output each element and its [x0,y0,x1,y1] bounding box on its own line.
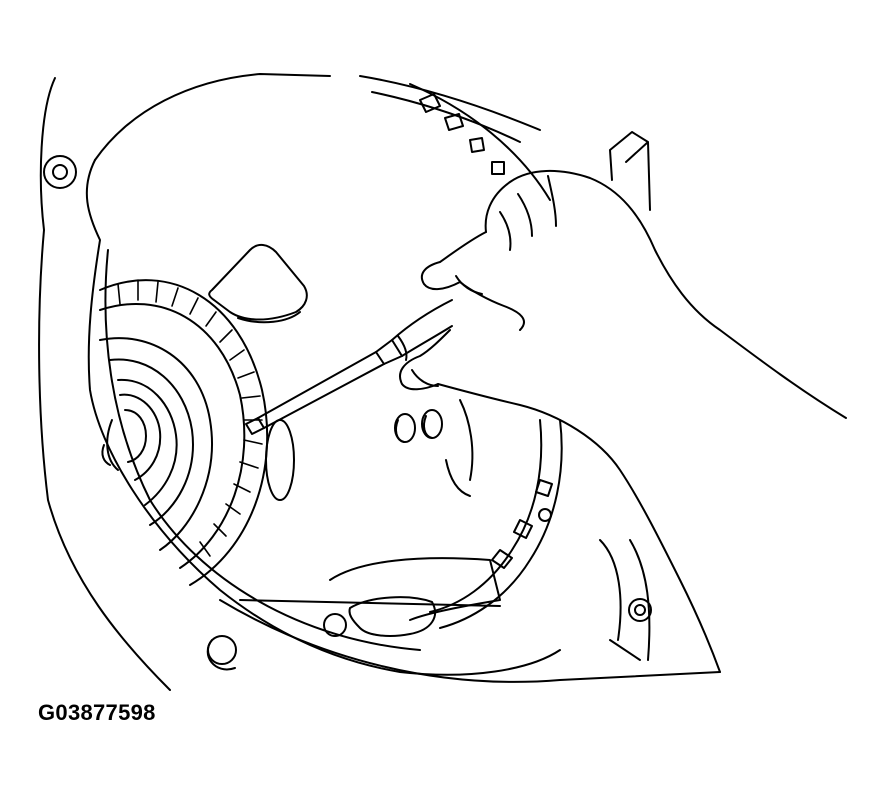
hand-fingertip-1 [456,276,482,294]
converter-fin-outer [100,280,267,585]
converter-fins [118,280,262,556]
case-right-casting [610,132,650,210]
figure-code: G03877598 [38,700,156,725]
hand-lower-finger [438,384,720,672]
bolt-boss-lower-right [629,599,651,621]
bolt-boss-upper-left-hole [53,165,67,179]
converter-hub-inner [125,410,146,462]
case-right-ribs [600,540,649,660]
case-flange-rim [87,160,560,675]
case-flange-inner [95,74,330,160]
center-boss-left-detail [396,420,404,442]
center-channel [446,400,472,496]
gasket-pad-shadow [238,312,300,322]
hand-fingertip-2 [412,370,438,386]
converter-ring-2 [110,359,193,525]
hand-index-finger [422,232,486,289]
ring-right-arc-inner [430,420,541,612]
screwdriver-ferrule [376,340,402,364]
converter-ring-3 [118,380,177,505]
lower-bracket [330,558,500,620]
ring-right-slots [492,480,552,568]
screwdriver-shaft [258,352,384,428]
case-outer-edge [39,78,170,690]
seal-edge-marker [266,420,294,500]
case-top-edge-inner [372,92,520,142]
case-top-edge [360,76,540,130]
ring-right-arc [440,420,562,628]
hand-middle-finger [400,330,450,389]
ring-outer-arc [410,84,550,200]
case-housing [39,74,720,690]
bolt-boss-upper-left [44,156,76,188]
screwdriver-handle-ring [398,336,407,360]
case-inner-shell [105,250,420,650]
gasket-pad [209,245,307,320]
ring-hole-right [539,509,551,521]
converter-fin-inner [100,304,244,568]
case-lower-edge [220,600,720,682]
hand-knuckles [500,176,556,250]
hand [400,171,846,672]
lower-bracket-edge [240,600,500,606]
screwdriver-handle [392,300,452,356]
converter-ring-1 [100,338,212,550]
housing-ring [410,84,562,628]
ring-top-slots [420,94,504,174]
converter-shaft [102,420,118,470]
bolt-boss-lower-left-arc [208,640,235,669]
converter-hub [120,395,160,480]
bolt-boss-lower-right-hole [635,605,645,615]
screwdriver [246,300,452,434]
lower-bracket-hole [324,614,346,636]
center-boss-right-detail [424,416,432,438]
lower-bracket-pad [349,597,435,636]
transmission-line-illustration [0,0,884,700]
torque-converter [100,280,267,585]
hand-outline [486,171,846,418]
